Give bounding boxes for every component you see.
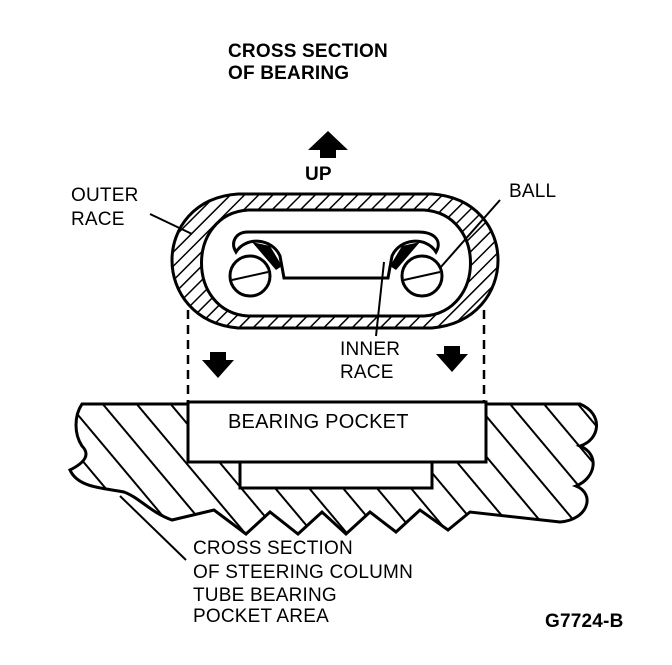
steering-column-tube <box>68 402 598 537</box>
inner-race-label-2: RACE <box>340 362 394 383</box>
up-arrow-icon <box>308 131 348 158</box>
tube-label-4: POCKET AREA <box>193 606 329 627</box>
ball-left <box>228 254 272 298</box>
tube-label-1: CROSS SECTION <box>193 538 353 559</box>
outer-race-label-1: OUTER <box>71 185 139 206</box>
figure-code: G7724-B <box>545 611 624 632</box>
outer-race-label-2: RACE <box>71 209 125 230</box>
bearing-pocket-label: BEARING POCKET <box>228 411 409 433</box>
inner-race-label-1: INNER <box>340 339 401 360</box>
up-label: UP <box>305 164 332 185</box>
down-arrow-icon <box>202 352 234 378</box>
title-line-2: OF BEARING <box>228 63 350 84</box>
bearing-pocket <box>186 400 488 490</box>
title-line-1: CROSS SECTION <box>228 41 388 62</box>
leader-lines <box>149 199 501 337</box>
ball-right <box>400 254 444 298</box>
down-arrow-icon <box>436 346 468 372</box>
tube-leader <box>119 495 187 561</box>
tube-label-2: OF STEERING COLUMN <box>193 562 414 583</box>
alignment-guides <box>186 310 486 402</box>
ball-label: BALL <box>509 181 557 202</box>
inner-race <box>232 230 440 280</box>
tube-label-3: TUBE BEARING <box>193 585 337 606</box>
